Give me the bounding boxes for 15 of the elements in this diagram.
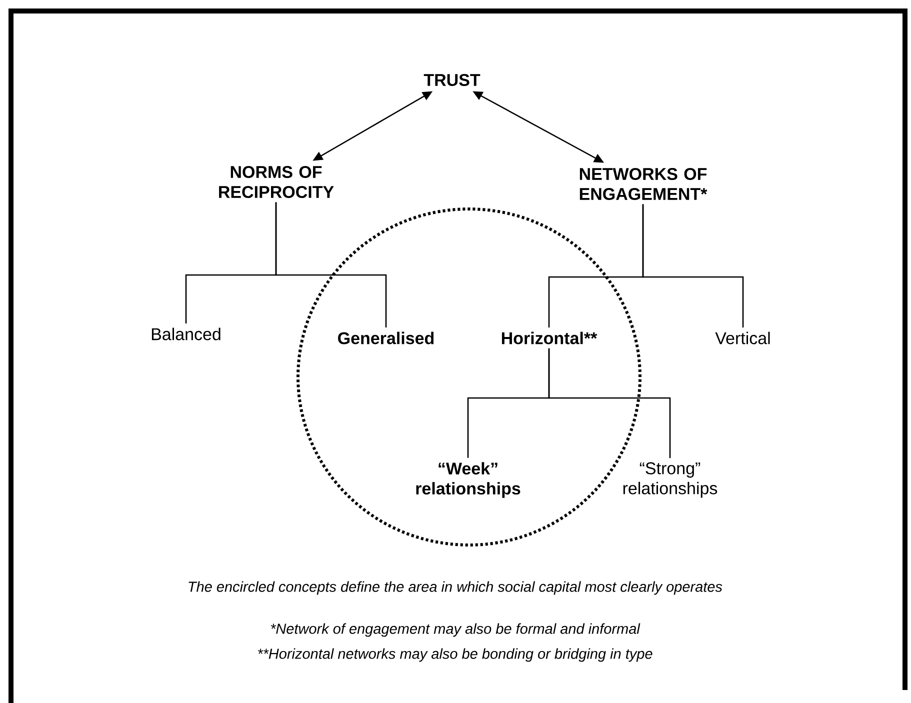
- concept-label: Balanced: [152, 328, 220, 340]
- concept-label: “Strong” relationships: [623, 462, 718, 498]
- connector-line: [642, 204, 744, 328]
- concept-label: NORMS OF RECIPROCITY: [219, 166, 334, 198]
- note-text: The encircled concepts define the area in which social capital most clearly operates: [188, 581, 722, 595]
- concept-label: “Week” relationships: [416, 462, 520, 498]
- concept-label: TRUST: [424, 74, 480, 86]
- note-text: *Network of engagement may also be formal and informal: [270, 623, 640, 637]
- concept-label: NETWORKS OF ENGAGEMENT*: [580, 168, 708, 200]
- connector-line: [275, 202, 387, 328]
- concept-label: Generalised: [338, 332, 434, 344]
- concept-label: Horizontal**: [502, 332, 598, 344]
- concept-label: Vertical: [715, 332, 770, 344]
- note-text: **Horizontal networks may also be bonding or bridging in type: [258, 648, 652, 662]
- connector-line: [548, 348, 671, 458]
